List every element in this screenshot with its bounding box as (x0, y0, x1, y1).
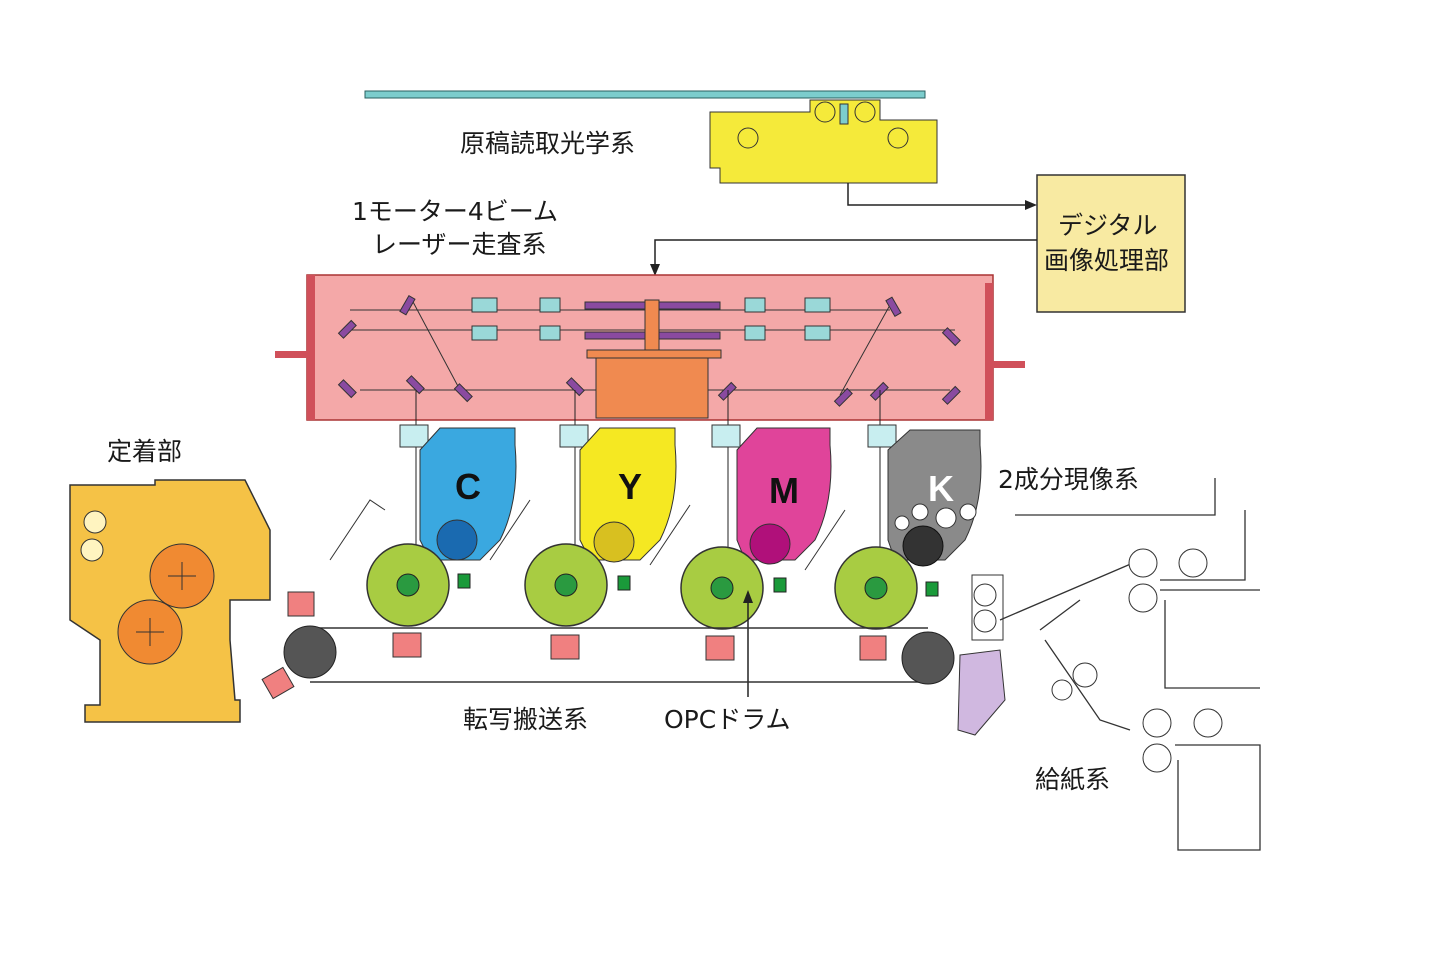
scanner-to-digital-arrow (847, 183, 1030, 206)
scanner-unit (709, 99, 938, 184)
digital-processing-box (1036, 174, 1186, 313)
paper-feed-label: 給紙系 (1035, 765, 1111, 794)
developer-label: 2成分現像系 (998, 465, 1139, 494)
fuser-label: 定着部 (107, 437, 183, 466)
laser-label-line1: 1モーター4ビーム (352, 197, 559, 226)
toner-letter-c: C (455, 466, 481, 507)
toner-letter-k: K (928, 468, 954, 509)
polygon-motor (595, 357, 709, 419)
laser-label-line2: レーザー走査系 (372, 230, 547, 259)
digital-label-line1: デジタル (1058, 211, 1158, 240)
transfer-label: 転写搬送系 (463, 705, 589, 734)
digital-label-line2: 画像処理部 (1044, 246, 1170, 275)
toner-letter-m: M (769, 470, 799, 511)
toner-letter-y: Y (618, 466, 643, 507)
scanner-label: 原稿読取光学系 (460, 129, 636, 158)
transfer-belt (310, 627, 928, 683)
digital-to-laser-arrow (654, 239, 1037, 268)
platen-glass (364, 90, 926, 99)
opc-drum-label: OPCドラム (664, 705, 791, 734)
